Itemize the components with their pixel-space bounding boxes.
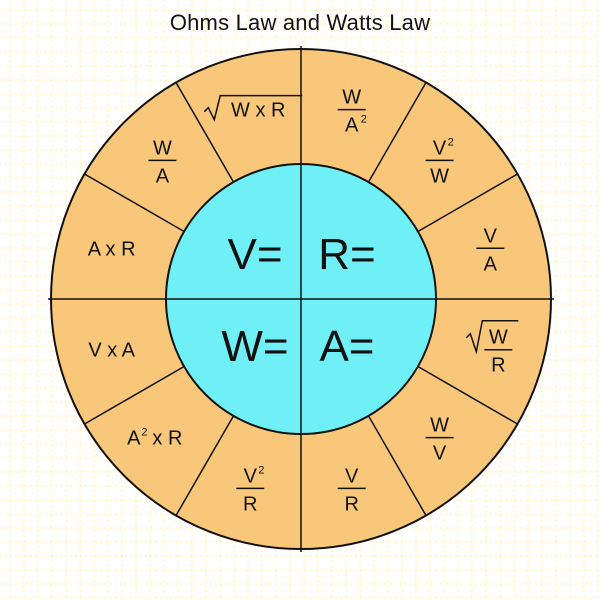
numerator: V (345, 465, 359, 487)
numerator: W (342, 87, 361, 109)
formula-v1: A x R (88, 238, 136, 260)
sector-divider (175, 415, 235, 516)
center-circle (165, 163, 437, 435)
denominator: V (433, 443, 447, 465)
denominator: A (484, 253, 498, 275)
numerator: W (153, 137, 172, 159)
sector-divider (84, 365, 185, 425)
sector-divider (84, 173, 185, 233)
numerator-exponent: 2 (258, 464, 264, 476)
numerator: V (484, 225, 498, 247)
radical-sign (465, 319, 519, 355)
sector-divider (175, 82, 235, 183)
denominator: R (345, 493, 359, 515)
radicand: W x R (231, 100, 285, 122)
center-label-v: V= (228, 230, 283, 279)
sector-divider (367, 415, 427, 516)
center-label-r: R= (318, 230, 375, 279)
term-rest: x R (152, 428, 182, 450)
formula-v2: WA (148, 137, 177, 187)
radical-sign (203, 94, 303, 122)
formula-a1: WR (465, 319, 519, 377)
term: A (127, 428, 141, 450)
term: A x R (88, 238, 136, 260)
sector-divider (417, 173, 518, 233)
numerator-exponent: 2 (448, 136, 454, 148)
formula-r3: VA (476, 225, 505, 275)
numerator: W (489, 327, 508, 349)
formula-a3: VR (337, 465, 366, 515)
numerator: V (433, 137, 447, 159)
denominator: W (430, 165, 449, 187)
denominator-exponent: 2 (361, 114, 367, 126)
sector-divider (417, 365, 518, 425)
denominator: A (345, 115, 359, 137)
center-label-w: W= (221, 322, 288, 371)
formula-v3: W x R (203, 94, 303, 122)
sector-divider (367, 82, 427, 183)
term: V x A (88, 340, 135, 362)
numerator: W (430, 415, 449, 437)
denominator: R (243, 493, 257, 515)
denominator: A (156, 165, 170, 187)
formula-a2: WV (425, 415, 454, 465)
denominator: R (491, 355, 505, 377)
numerator: V (244, 465, 258, 487)
formula-w3: V x A (88, 340, 135, 362)
diagram-title: Ohms Law and Watts Law (169, 10, 431, 35)
center-label-a: A= (319, 322, 374, 371)
term-exponent: 2 (141, 427, 147, 439)
